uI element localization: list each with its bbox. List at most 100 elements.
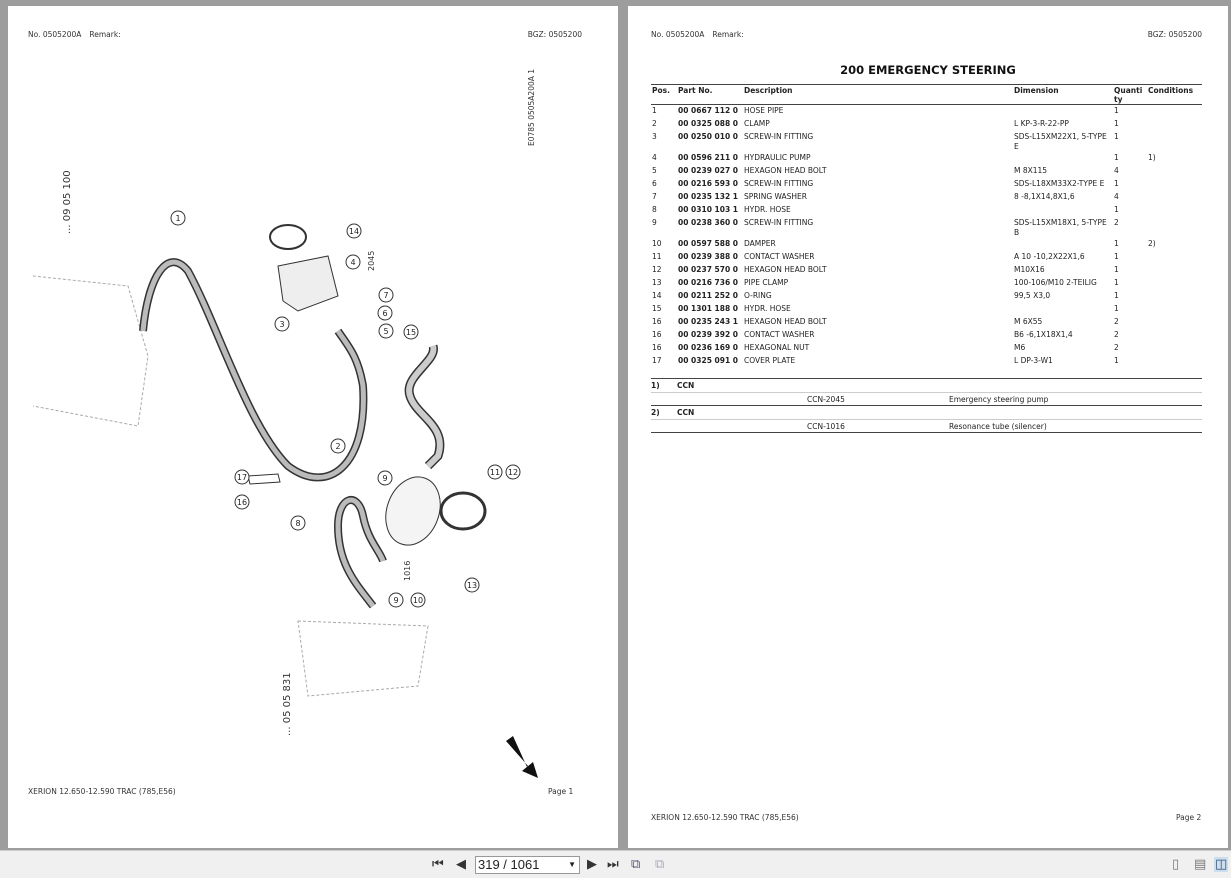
parts-table: Pos. Part No. Description Dimension Quan…	[651, 84, 1202, 368]
cell-condition	[1147, 290, 1202, 303]
cell-condition	[1147, 191, 1202, 204]
cell-pos: 11	[652, 251, 662, 261]
cell-quantity: 1	[1114, 178, 1119, 188]
cell-part-no: 00 0216 593 0	[678, 178, 739, 188]
cell-part-no: 00 0325 091 0	[678, 355, 739, 365]
cell-pos: 5	[652, 165, 657, 175]
cell-dimension: M6	[1014, 342, 1026, 352]
label-2045: 2045	[367, 251, 376, 271]
first-page-icon[interactable]: ⏮	[432, 857, 444, 872]
insert-page-icon[interactable]: ⧉	[655, 857, 665, 872]
callout-circle	[290, 515, 306, 531]
label-1016: 1016	[403, 561, 412, 581]
page-indicator[interactable]: 319 / 1061	[478, 857, 540, 872]
footnote-number: 1)	[651, 380, 660, 390]
footnote-code: CCN-2045	[807, 394, 845, 404]
callout-circle	[234, 469, 250, 485]
callout-number: 2	[335, 442, 340, 451]
callout-circle	[377, 305, 393, 321]
cell-condition	[1147, 264, 1202, 277]
bgz-label: BGZ: 0505200	[527, 30, 582, 39]
callout-number: 7	[383, 291, 388, 300]
footnote-body: CCN-1016 Resonance tube (silencer)	[651, 418, 1202, 432]
bgz-label: BGZ: 0505200	[1147, 30, 1202, 39]
cell-condition	[1147, 355, 1202, 368]
col-part-no: Part No.	[677, 84, 743, 105]
cell-dimension: SDS-L18XM33X2-TYPE E	[1014, 178, 1105, 188]
footer-model: XERION 12.650-12.590 TRAC (785,E56)	[651, 813, 799, 822]
callout-circle	[505, 464, 521, 480]
cell-quantity: 4	[1114, 191, 1119, 201]
footer-page: Page 2	[1176, 813, 1202, 822]
footnote-header: 2)CCN	[651, 404, 1202, 419]
callout-number: 10	[413, 596, 423, 605]
cell-description: HYDR. HOSE	[744, 204, 791, 214]
cell-part-no: 00 0216 736 0	[678, 277, 739, 287]
cell-dimension	[1013, 204, 1113, 217]
extract-page-icon[interactable]: ⧉	[631, 857, 641, 872]
cell-pos: 17	[652, 355, 662, 365]
cell-quantity: 1	[1114, 131, 1119, 141]
cell-quantity: 1	[1114, 106, 1119, 115]
reference-bottom: ... 05 05 831	[282, 672, 293, 736]
prev-page-icon[interactable]: ◀	[456, 857, 466, 872]
footnote-text: Resonance tube (silencer)	[949, 421, 1047, 431]
continuous-view-icon[interactable]: ▤	[1194, 857, 1207, 872]
cell-part-no: 00 0325 088 0	[678, 118, 739, 128]
cell-pos: 1	[652, 106, 657, 115]
cell-part-no: 00 0310 103 1	[678, 204, 739, 214]
cell-part-no: 00 0237 570 0	[678, 264, 739, 274]
callout-circle	[234, 494, 250, 510]
callout-number: 11	[490, 468, 500, 477]
cell-pos: 7	[652, 191, 657, 201]
cell-pos: 16	[652, 329, 662, 339]
doc-number: No. 0505200A	[651, 30, 705, 39]
last-page-icon[interactable]: ⏭	[607, 857, 619, 872]
footer-page: Page 1	[548, 787, 574, 796]
cell-quantity: 1	[1114, 277, 1119, 287]
footnote-code: CCN-1016	[807, 421, 845, 431]
cell-quantity: 1	[1114, 204, 1119, 214]
page-2: No. 0505200A Remark: BGZ: 0505200 200 EM…	[628, 6, 1228, 848]
cell-description: HOSE PIPE	[744, 106, 784, 115]
cell-description: CLAMP	[744, 118, 770, 128]
cell-pos: 9	[652, 217, 657, 227]
next-page-icon[interactable]: ▶	[587, 857, 597, 872]
cell-pos: 10	[652, 238, 662, 248]
cell-quantity: 2	[1114, 329, 1119, 339]
cell-description: SCREW-IN FITTING	[744, 178, 814, 188]
two-page-view-icon[interactable]: ◫	[1214, 857, 1229, 872]
page-number-input[interactable]: 319 / 1061 ▼	[475, 856, 580, 874]
remark-label: Remark:	[712, 30, 744, 39]
callout-circle	[403, 324, 419, 340]
callout-number: 8	[295, 519, 300, 528]
footnote-header: 1) CCN	[651, 377, 1202, 392]
cell-dimension: SDS-L15XM18X1, 5-TYPE B	[1014, 217, 1107, 237]
cell-pos: 2	[652, 118, 657, 128]
exploded-parts-drawing: E0785 0505A200A 1 ... 09 05 100 ... 05 0…	[32, 69, 538, 778]
callout-circle	[377, 470, 393, 486]
single-page-view-icon[interactable]: ▯	[1172, 857, 1180, 872]
cell-description: SCREW-IN FITTING	[744, 217, 814, 227]
footnote-type: CCN	[677, 380, 695, 390]
cell-part-no: 00 0236 169 0	[678, 342, 739, 352]
chevron-down-icon[interactable]: ▼	[568, 860, 576, 869]
cell-dimension: M 6X55	[1014, 316, 1043, 326]
cell-dimension: L KP-3-R-22-PP	[1014, 118, 1069, 128]
cell-description: CONTACT WASHER	[744, 251, 815, 261]
callout-number: 14	[349, 227, 359, 236]
callout-number: 1	[175, 214, 180, 223]
cell-pos: 3	[652, 131, 657, 141]
reference-top: ... 09 05 100	[62, 170, 73, 234]
cell-pos: 14	[652, 290, 662, 300]
cell-condition: 1)	[1148, 152, 1156, 162]
cell-dimension	[1013, 105, 1113, 118]
callout-number: 17	[237, 473, 247, 482]
